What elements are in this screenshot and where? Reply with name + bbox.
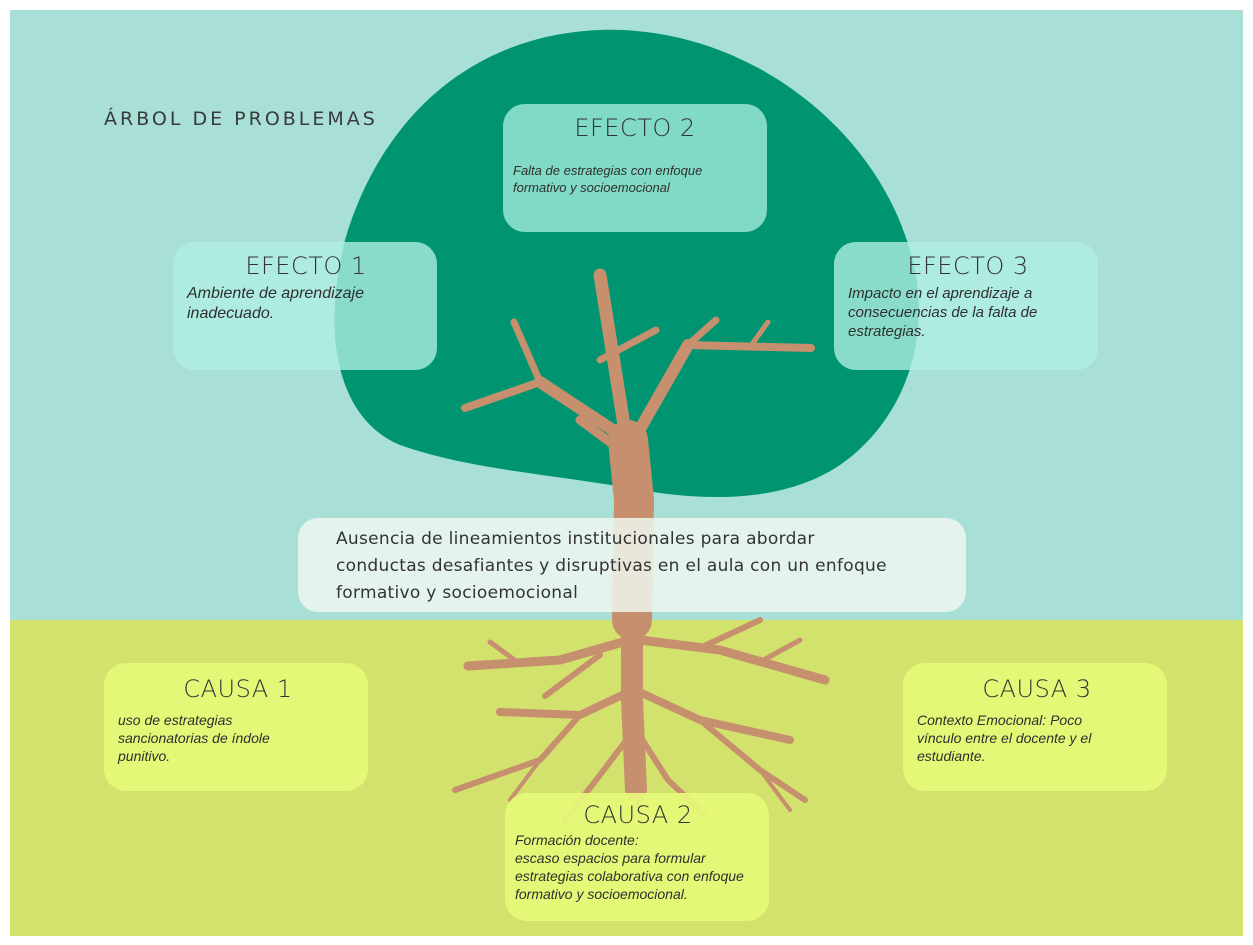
- cause-3-box: CAUSA 3 Contexto Emocional: Poco vínculo…: [903, 663, 1167, 791]
- cause-1-box: CAUSA 1 uso de estrategias sancionatoria…: [104, 663, 368, 791]
- cause-1-text: uso de estrategias sancionatorias de índ…: [118, 712, 270, 764]
- diagram-title: ÁRBOL DE PROBLEMAS: [104, 108, 378, 130]
- central-problem-text: Ausencia de lineamientos institucionales…: [336, 529, 887, 603]
- effect-3-heading: EFECTO 3: [907, 252, 1029, 280]
- cause-2-heading: CAUSA 2: [583, 801, 693, 829]
- effect-3-text: Impacto en el aprendizaje a consecuencia…: [848, 285, 1038, 340]
- cause-3-text: Contexto Emocional: Poco vínculo entre e…: [917, 712, 1092, 764]
- central-problem-box: Ausencia de lineamientos institucionales…: [298, 518, 966, 612]
- effect-1-box: EFECTO 1 Ambiente de aprendizaje inadecu…: [173, 242, 437, 370]
- cause-3-heading: CAUSA 3: [982, 675, 1092, 703]
- effect-3-box: EFECTO 3 Impacto en el aprendizaje a con…: [834, 242, 1098, 370]
- effect-1-heading: EFECTO 1: [245, 252, 367, 280]
- effect-1-text: Ambiente de aprendizaje inadecuado.: [187, 285, 365, 322]
- cause-2-box: CAUSA 2 Formación docente: escaso espaci…: [505, 793, 769, 921]
- effect-2-heading: EFECTO 2: [574, 114, 696, 142]
- tree-canopy-icon: [334, 29, 919, 498]
- effect-2-text: Falta de estrategias con enfoque formati…: [513, 163, 703, 195]
- effect-2-box: EFECTO 2 Falta de estrategias con enfoqu…: [503, 104, 767, 232]
- tree-roots-icon: [452, 599, 830, 823]
- cause-1-heading: CAUSA 1: [183, 675, 293, 703]
- cause-2-text: Formación docente: escaso espacios para …: [515, 832, 744, 902]
